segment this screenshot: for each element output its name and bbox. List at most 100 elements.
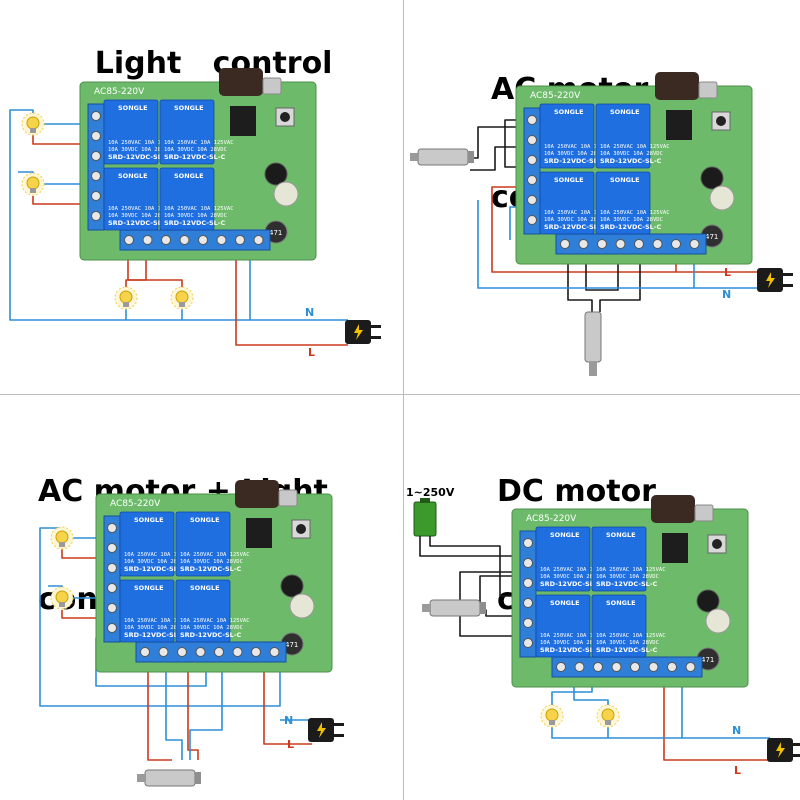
live-label: L bbox=[287, 738, 294, 751]
relay-rating-label: 10A 250VAC 10A 125VAC bbox=[544, 144, 614, 150]
capacitor bbox=[264, 162, 288, 186]
terminal-screw bbox=[597, 239, 607, 249]
light-bulb-icon bbox=[21, 172, 45, 196]
plug-pin bbox=[793, 743, 800, 746]
live-wire bbox=[187, 650, 199, 760]
relay-model-label: SRD-12VDC-SL-C bbox=[540, 646, 602, 654]
bulb-base bbox=[605, 720, 611, 725]
relay-rating2-label: 10A 30VDC 10A 28VDC bbox=[124, 625, 187, 631]
terminal-screw bbox=[140, 647, 150, 657]
bulb-base bbox=[30, 128, 36, 133]
bulb-base bbox=[59, 542, 65, 547]
motor-body bbox=[144, 769, 196, 787]
terminal-screw bbox=[142, 235, 153, 245]
relay-model-label: SRD-12VDC-SL-C bbox=[596, 580, 658, 588]
terminal-screw bbox=[107, 563, 117, 573]
horizontal-divider bbox=[0, 394, 800, 395]
relay-body bbox=[119, 511, 175, 577]
terminal-screw bbox=[648, 662, 659, 672]
motor-shaft bbox=[589, 362, 597, 376]
motor-cap bbox=[195, 772, 201, 784]
motor-wire bbox=[599, 240, 641, 312]
live-wire bbox=[32, 196, 88, 205]
relay-model-label: SRD-12VDC-SL-C bbox=[544, 223, 606, 231]
relay-rating2-label: 10A 30VDC 10A 28VDC bbox=[180, 625, 243, 631]
relay-model-label: SRD-12VDC-SL-C bbox=[600, 157, 662, 165]
ac-plug-icon bbox=[308, 718, 344, 742]
bulb-base bbox=[30, 188, 36, 193]
motor-shaft bbox=[137, 774, 146, 782]
relay-brand-label: SONGLE bbox=[554, 176, 584, 184]
relay-rating2-label: 10A 30VDC 10A 28VDC bbox=[540, 640, 603, 646]
terminal-screw bbox=[611, 662, 622, 672]
light-bulb-icon bbox=[540, 704, 564, 728]
learn-button-cap bbox=[296, 524, 306, 534]
relay-rating-label: 10A 250VAC 10A 125VAC bbox=[180, 618, 250, 624]
terminal-screw bbox=[527, 215, 537, 225]
learn-button-cap bbox=[712, 539, 722, 549]
bulb-glass bbox=[175, 290, 189, 304]
live-wire bbox=[61, 548, 104, 559]
vertical-divider bbox=[403, 0, 404, 800]
live-wire bbox=[663, 665, 770, 761]
relay-rating-label: 10A 250VAC 10A 125VAC bbox=[108, 206, 178, 212]
relay-body bbox=[175, 511, 231, 577]
relay-model-label: SRD-12VDC-SL-C bbox=[108, 219, 170, 227]
battery-icon bbox=[413, 498, 437, 537]
neutral-label: N bbox=[732, 724, 741, 737]
capacitor-2 bbox=[273, 181, 299, 207]
crystal bbox=[278, 489, 298, 507]
relay-model-label: SRD-12VDC-SL-C bbox=[596, 646, 658, 654]
relay-brand-label: SONGLE bbox=[190, 516, 220, 524]
plug-pin bbox=[371, 336, 381, 339]
ac-motor-icon bbox=[137, 769, 201, 787]
light-bulb-icon bbox=[21, 112, 45, 136]
motor-wire bbox=[419, 536, 520, 557]
relay-rating2-label: 10A 30VDC 10A 28VDC bbox=[108, 147, 171, 153]
board-voltage-label: AC85-220V bbox=[526, 514, 577, 524]
motor-shaft bbox=[422, 604, 431, 612]
crystal bbox=[698, 81, 718, 99]
terminal-screw bbox=[107, 543, 117, 553]
terminal-screw bbox=[235, 235, 245, 245]
terminal-screw bbox=[667, 662, 677, 672]
terminal-screw bbox=[177, 647, 187, 657]
terminal-screw bbox=[124, 235, 134, 245]
relay-rating2-label: 10A 30VDC 10A 28VDC bbox=[600, 151, 663, 157]
learn-button-cap bbox=[280, 112, 290, 122]
terminal-screw bbox=[232, 647, 243, 657]
relay-brand-label: SONGLE bbox=[190, 584, 220, 592]
relay-model-label: SRD-12VDC-SL-C bbox=[124, 565, 186, 573]
relay-body bbox=[159, 99, 215, 165]
relay-rating-label: 10A 250VAC 10A 125VAC bbox=[540, 633, 610, 639]
relay-rating2-label: 10A 30VDC 10A 28VDC bbox=[544, 151, 607, 157]
bulb-glass bbox=[55, 590, 69, 604]
panel-4-title-line1: DC motor bbox=[497, 474, 656, 509]
relay-body bbox=[539, 171, 595, 235]
relay-body bbox=[595, 103, 651, 169]
relay-body bbox=[535, 594, 591, 658]
bolt-icon bbox=[776, 742, 785, 758]
neutral-wire bbox=[165, 650, 183, 760]
terminal-screw bbox=[216, 235, 227, 245]
terminal-screw bbox=[523, 538, 533, 548]
antenna-coil bbox=[651, 495, 695, 523]
relay-brand-label: SONGLE bbox=[606, 531, 636, 539]
terminal-screw bbox=[527, 115, 537, 125]
relay-model-label: SRD-12VDC-SL-C bbox=[164, 153, 226, 161]
neutral-wire bbox=[189, 650, 223, 760]
bulb-base bbox=[123, 302, 129, 307]
relay-brand-label: SONGLE bbox=[606, 599, 636, 607]
ac-motor-icon bbox=[410, 148, 474, 166]
relay-brand-label: SONGLE bbox=[554, 108, 584, 116]
plug-pin bbox=[334, 723, 344, 726]
board-voltage-label: AC85-220V bbox=[110, 499, 161, 509]
terminal-screw bbox=[634, 239, 644, 249]
